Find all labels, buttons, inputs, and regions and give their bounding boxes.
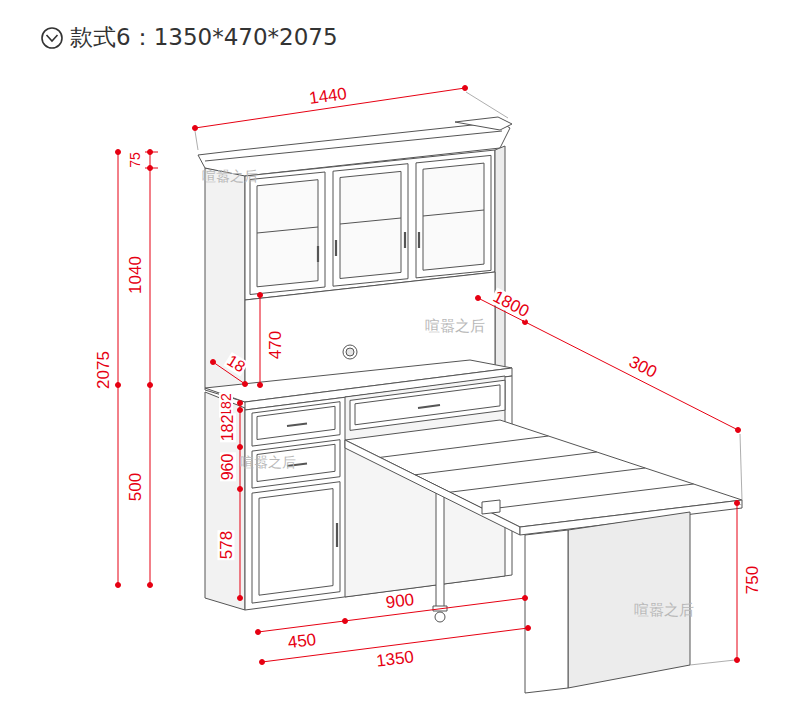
dimension-label: 750	[744, 565, 761, 595]
dimension-label: 182	[220, 414, 236, 443]
title-icon	[42, 28, 62, 48]
dimension-label: 450	[286, 631, 318, 652]
watermark: 喧嚣之后	[202, 169, 258, 183]
dimension-label: 75	[128, 151, 142, 169]
dimension-label: 2075	[95, 350, 112, 390]
watermark: 喧嚣之后	[425, 319, 485, 334]
dimension-label: 470	[267, 330, 284, 360]
watermark: 喧嚣之后	[634, 603, 694, 618]
cabinet-drawing	[198, 117, 742, 693]
dimension-lines	[116, 86, 741, 665]
watermark: 喧嚣之后	[240, 455, 296, 469]
dimension-label: 500	[127, 472, 144, 502]
dimension-label: 900	[384, 591, 416, 612]
dimension-label: 960	[220, 453, 236, 482]
dimension-label: 300	[626, 353, 661, 382]
title: 款式6：1350*470*2075	[70, 26, 338, 49]
dimension-label: 1350	[374, 648, 416, 670]
dimension-label: 1040	[127, 255, 144, 295]
extension-lines	[195, 92, 742, 665]
dimension-label: 578	[218, 530, 235, 560]
dimension-label: 1440	[307, 85, 349, 107]
